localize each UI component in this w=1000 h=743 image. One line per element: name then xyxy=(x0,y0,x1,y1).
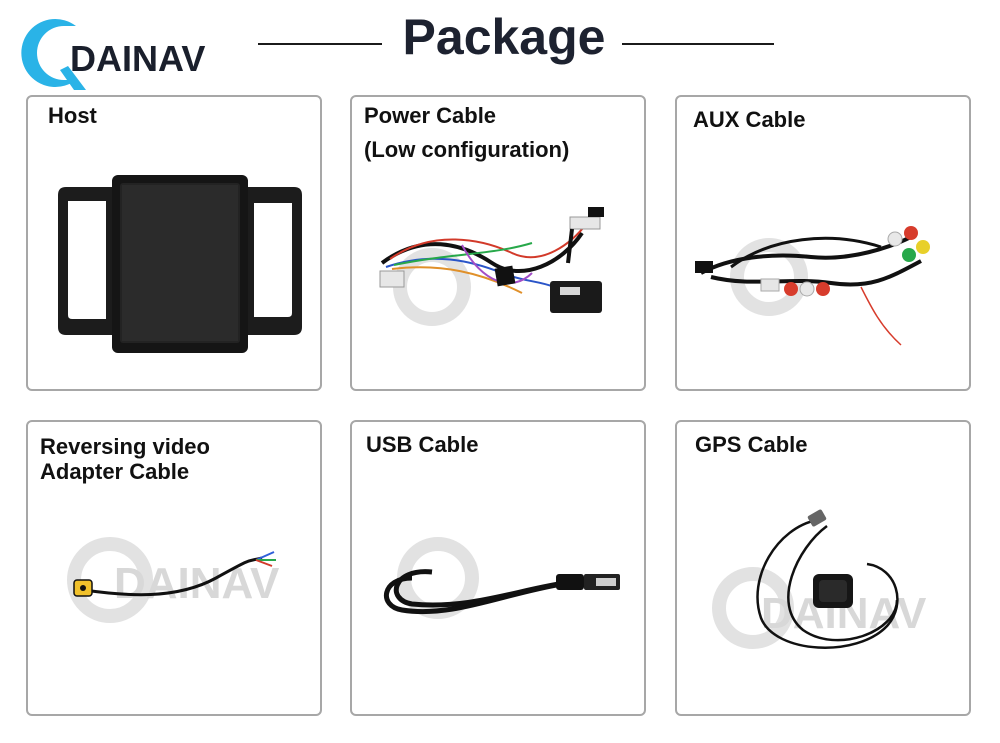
power-cable-image xyxy=(379,207,604,313)
page-title: Package xyxy=(402,9,606,65)
brand-logo-icon xyxy=(21,19,86,90)
head-unit-image xyxy=(58,175,302,353)
gps-antenna-image xyxy=(756,509,899,649)
title-divider-right xyxy=(622,43,774,45)
brand-logo: DAINAV xyxy=(12,8,232,94)
item-label: USB Cable xyxy=(366,432,479,457)
aux-cable-image xyxy=(695,226,930,346)
watermark-logo: DAINAV xyxy=(67,537,280,623)
item-label: Power Cable (Low configuration) xyxy=(364,103,570,162)
page-header: Package xyxy=(258,8,778,74)
package-item-host: Host DAINAV xyxy=(26,95,322,391)
package-item-aux-cable: AUX Cable xyxy=(675,95,971,391)
item-label: GPS Cable xyxy=(695,432,808,457)
package-item-reversing-adapter: Reversing video Adapter Cable DAINAV xyxy=(26,420,322,716)
package-item-gps-cable: GPS Cable DAINAV xyxy=(675,420,971,716)
watermark-text: DAINAV xyxy=(114,559,280,608)
item-label: AUX Cable xyxy=(693,107,806,132)
brand-name: DAINAV xyxy=(70,38,206,79)
reversing-cable-image xyxy=(73,551,276,597)
usb-cable-image xyxy=(384,569,620,615)
package-item-power-cable: Power Cable (Low configuration) xyxy=(350,95,646,391)
watermark-logo xyxy=(730,238,808,316)
item-label: Reversing video Adapter Cable xyxy=(40,434,210,484)
package-item-usb-cable: USB Cable xyxy=(350,420,646,716)
item-label: Host xyxy=(48,103,97,128)
title-divider-left xyxy=(258,43,382,45)
